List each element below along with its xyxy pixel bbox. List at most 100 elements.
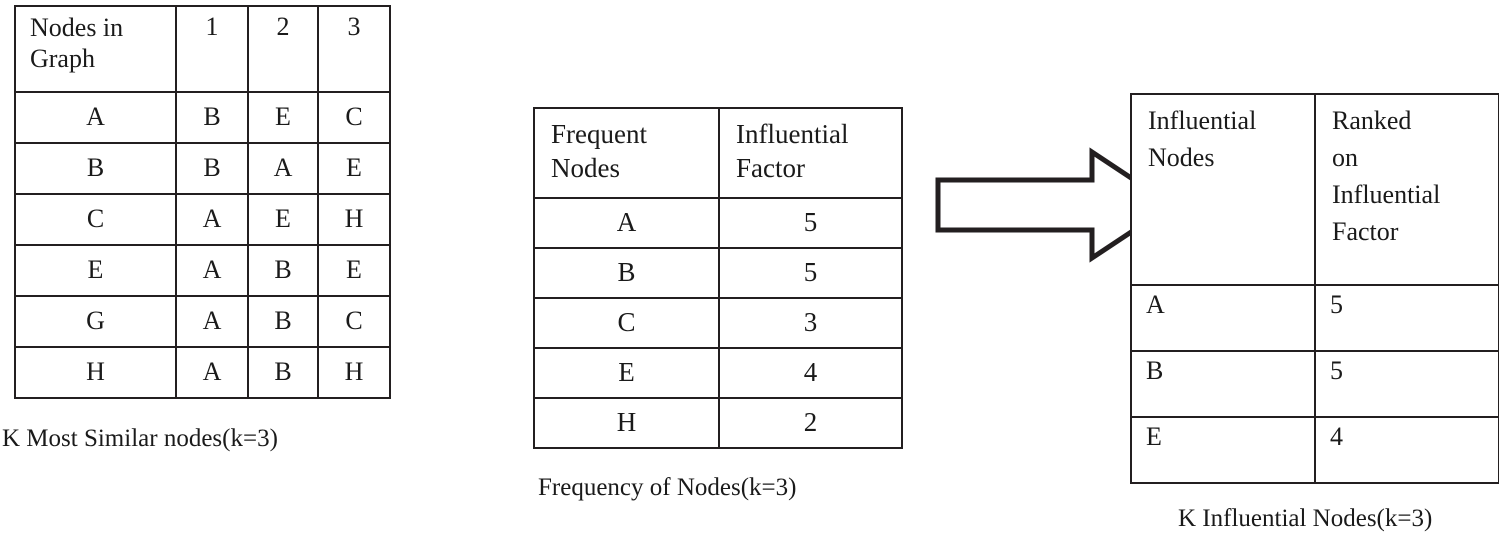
cell-node: E xyxy=(533,347,720,399)
cell-text: B xyxy=(274,357,292,387)
cell-neighbor-3: C xyxy=(317,91,391,144)
cell-text: E xyxy=(275,204,291,234)
cell-text: C xyxy=(345,306,363,336)
cell-text: A xyxy=(86,102,105,132)
cell-factor: 4 xyxy=(718,347,903,399)
table-header-row: Nodes in Graph 1 2 3 xyxy=(14,5,391,93)
cell-text: H xyxy=(344,204,364,234)
header-text-line2: Factor xyxy=(736,153,805,184)
cell-neighbor-3: H xyxy=(317,346,391,399)
cell-neighbor-1: B xyxy=(175,91,249,144)
table-row: A 5 xyxy=(533,197,903,249)
cell-text: B xyxy=(617,257,636,288)
cell-text: B xyxy=(203,153,221,183)
cell-rank: 5 xyxy=(1314,350,1499,418)
table-frequency-of-nodes: Frequent Nodes Influential Factor A 5 B … xyxy=(533,107,903,449)
cell-neighbor-1: A xyxy=(175,244,249,297)
cell-neighbor-1: A xyxy=(175,193,249,246)
cell-text: 4 xyxy=(803,357,818,388)
cell-node: A xyxy=(1130,284,1316,352)
header-text-line2: on xyxy=(1332,142,1358,172)
header-cell-influential-factor: Influential Factor xyxy=(718,107,903,199)
cell-text: H xyxy=(616,407,637,438)
cell-text: H xyxy=(344,357,364,387)
cell-neighbor-2: B xyxy=(247,295,319,348)
cell-text: B xyxy=(274,306,292,336)
cell-text: 5 xyxy=(803,207,818,238)
cell-neighbor-2: B xyxy=(247,346,319,399)
header-text-3: 3 xyxy=(347,12,361,41)
table-row: C 3 xyxy=(533,297,903,349)
cell-node: B xyxy=(1130,350,1316,418)
cell-text: B xyxy=(86,153,105,183)
table-row: E 4 xyxy=(533,347,903,399)
header-text-line2: Graph xyxy=(30,43,95,73)
cell-text: E xyxy=(346,153,362,183)
table-row: E A B E xyxy=(14,244,391,297)
table-row: H A B H xyxy=(14,346,391,399)
cell-text: 2 xyxy=(803,407,818,438)
cell-neighbor-1: A xyxy=(175,295,249,348)
cell-neighbor-3: H xyxy=(317,193,391,246)
table-row: A B E C xyxy=(14,91,391,144)
table-row: B 5 xyxy=(1130,350,1499,418)
cell-node: E xyxy=(1130,416,1316,484)
cell-text: A xyxy=(202,306,222,336)
cell-text: E xyxy=(346,255,362,285)
header-text-line2: Nodes xyxy=(1148,142,1215,172)
cell-text: E xyxy=(87,255,104,285)
header-cell-frequent-nodes: Frequent Nodes xyxy=(533,107,720,199)
cell-node: H xyxy=(533,397,720,449)
table-row: B B A E xyxy=(14,142,391,195)
cell-node: A xyxy=(533,197,720,249)
cell-node: C xyxy=(533,297,720,349)
cell-text: B xyxy=(203,102,221,132)
cell-text: A xyxy=(1146,290,1165,319)
cell-text: E xyxy=(618,357,635,388)
cell-text: E xyxy=(275,102,291,132)
cell-neighbor-2: E xyxy=(247,91,319,144)
cell-node: B xyxy=(14,142,177,195)
table-header-row: Influential Nodes Ranked on Influential … xyxy=(1130,93,1499,286)
cell-text: C xyxy=(345,102,363,132)
cell-rank: 4 xyxy=(1314,416,1499,484)
header-text-line1: Frequent xyxy=(551,119,647,149)
caption-k-influential-nodes: K Influential Nodes(k=3) xyxy=(1178,505,1433,532)
header-cell-nodes-in-graph: Nodes in Graph xyxy=(14,5,177,93)
cell-rank: 5 xyxy=(1314,284,1499,352)
cell-factor: 3 xyxy=(718,297,903,349)
table-row: C A E H xyxy=(14,193,391,246)
table-k-most-similar-nodes: Nodes in Graph 1 2 3 A B E C xyxy=(14,5,391,399)
cell-node: E xyxy=(14,244,177,297)
header-text-1: 1 xyxy=(205,12,219,41)
caption-k-most-similar-nodes: K Most Similar nodes(k=3) xyxy=(2,425,278,452)
caption-frequency-of-nodes: Frequency of Nodes(k=3) xyxy=(538,474,797,501)
header-text-line1: Influential xyxy=(1148,106,1257,135)
cell-text: 5 xyxy=(1330,356,1343,385)
cell-text: C xyxy=(86,204,105,234)
cell-factor: 2 xyxy=(718,397,903,449)
table-row: H 2 xyxy=(533,397,903,449)
cell-neighbor-3: E xyxy=(317,244,391,297)
header-text-line1: Influential xyxy=(736,119,849,149)
cell-neighbor-3: E xyxy=(317,142,391,195)
header-text-line3: Influential xyxy=(1332,179,1441,209)
cell-neighbor-3: C xyxy=(317,295,391,348)
table-row: E 4 xyxy=(1130,416,1499,484)
cell-text: 3 xyxy=(803,307,818,338)
cell-text: 4 xyxy=(1330,422,1343,451)
cell-node: G xyxy=(14,295,177,348)
cell-factor: 5 xyxy=(718,247,903,299)
cell-factor: 5 xyxy=(718,197,903,249)
header-cell-ranked-on-influential-factor: Ranked on Influential Factor xyxy=(1314,93,1499,286)
cell-text: B xyxy=(274,255,292,285)
cell-text: B xyxy=(1146,356,1164,385)
cell-text: H xyxy=(86,357,105,387)
header-cell-3: 3 xyxy=(317,5,391,93)
table-k-influential-nodes: Influential Nodes Ranked on Influential … xyxy=(1130,93,1499,484)
cell-node: B xyxy=(533,247,720,299)
header-text-line1: Nodes in xyxy=(30,13,124,42)
cell-text: A xyxy=(202,204,222,234)
header-cell-1: 1 xyxy=(175,5,249,93)
